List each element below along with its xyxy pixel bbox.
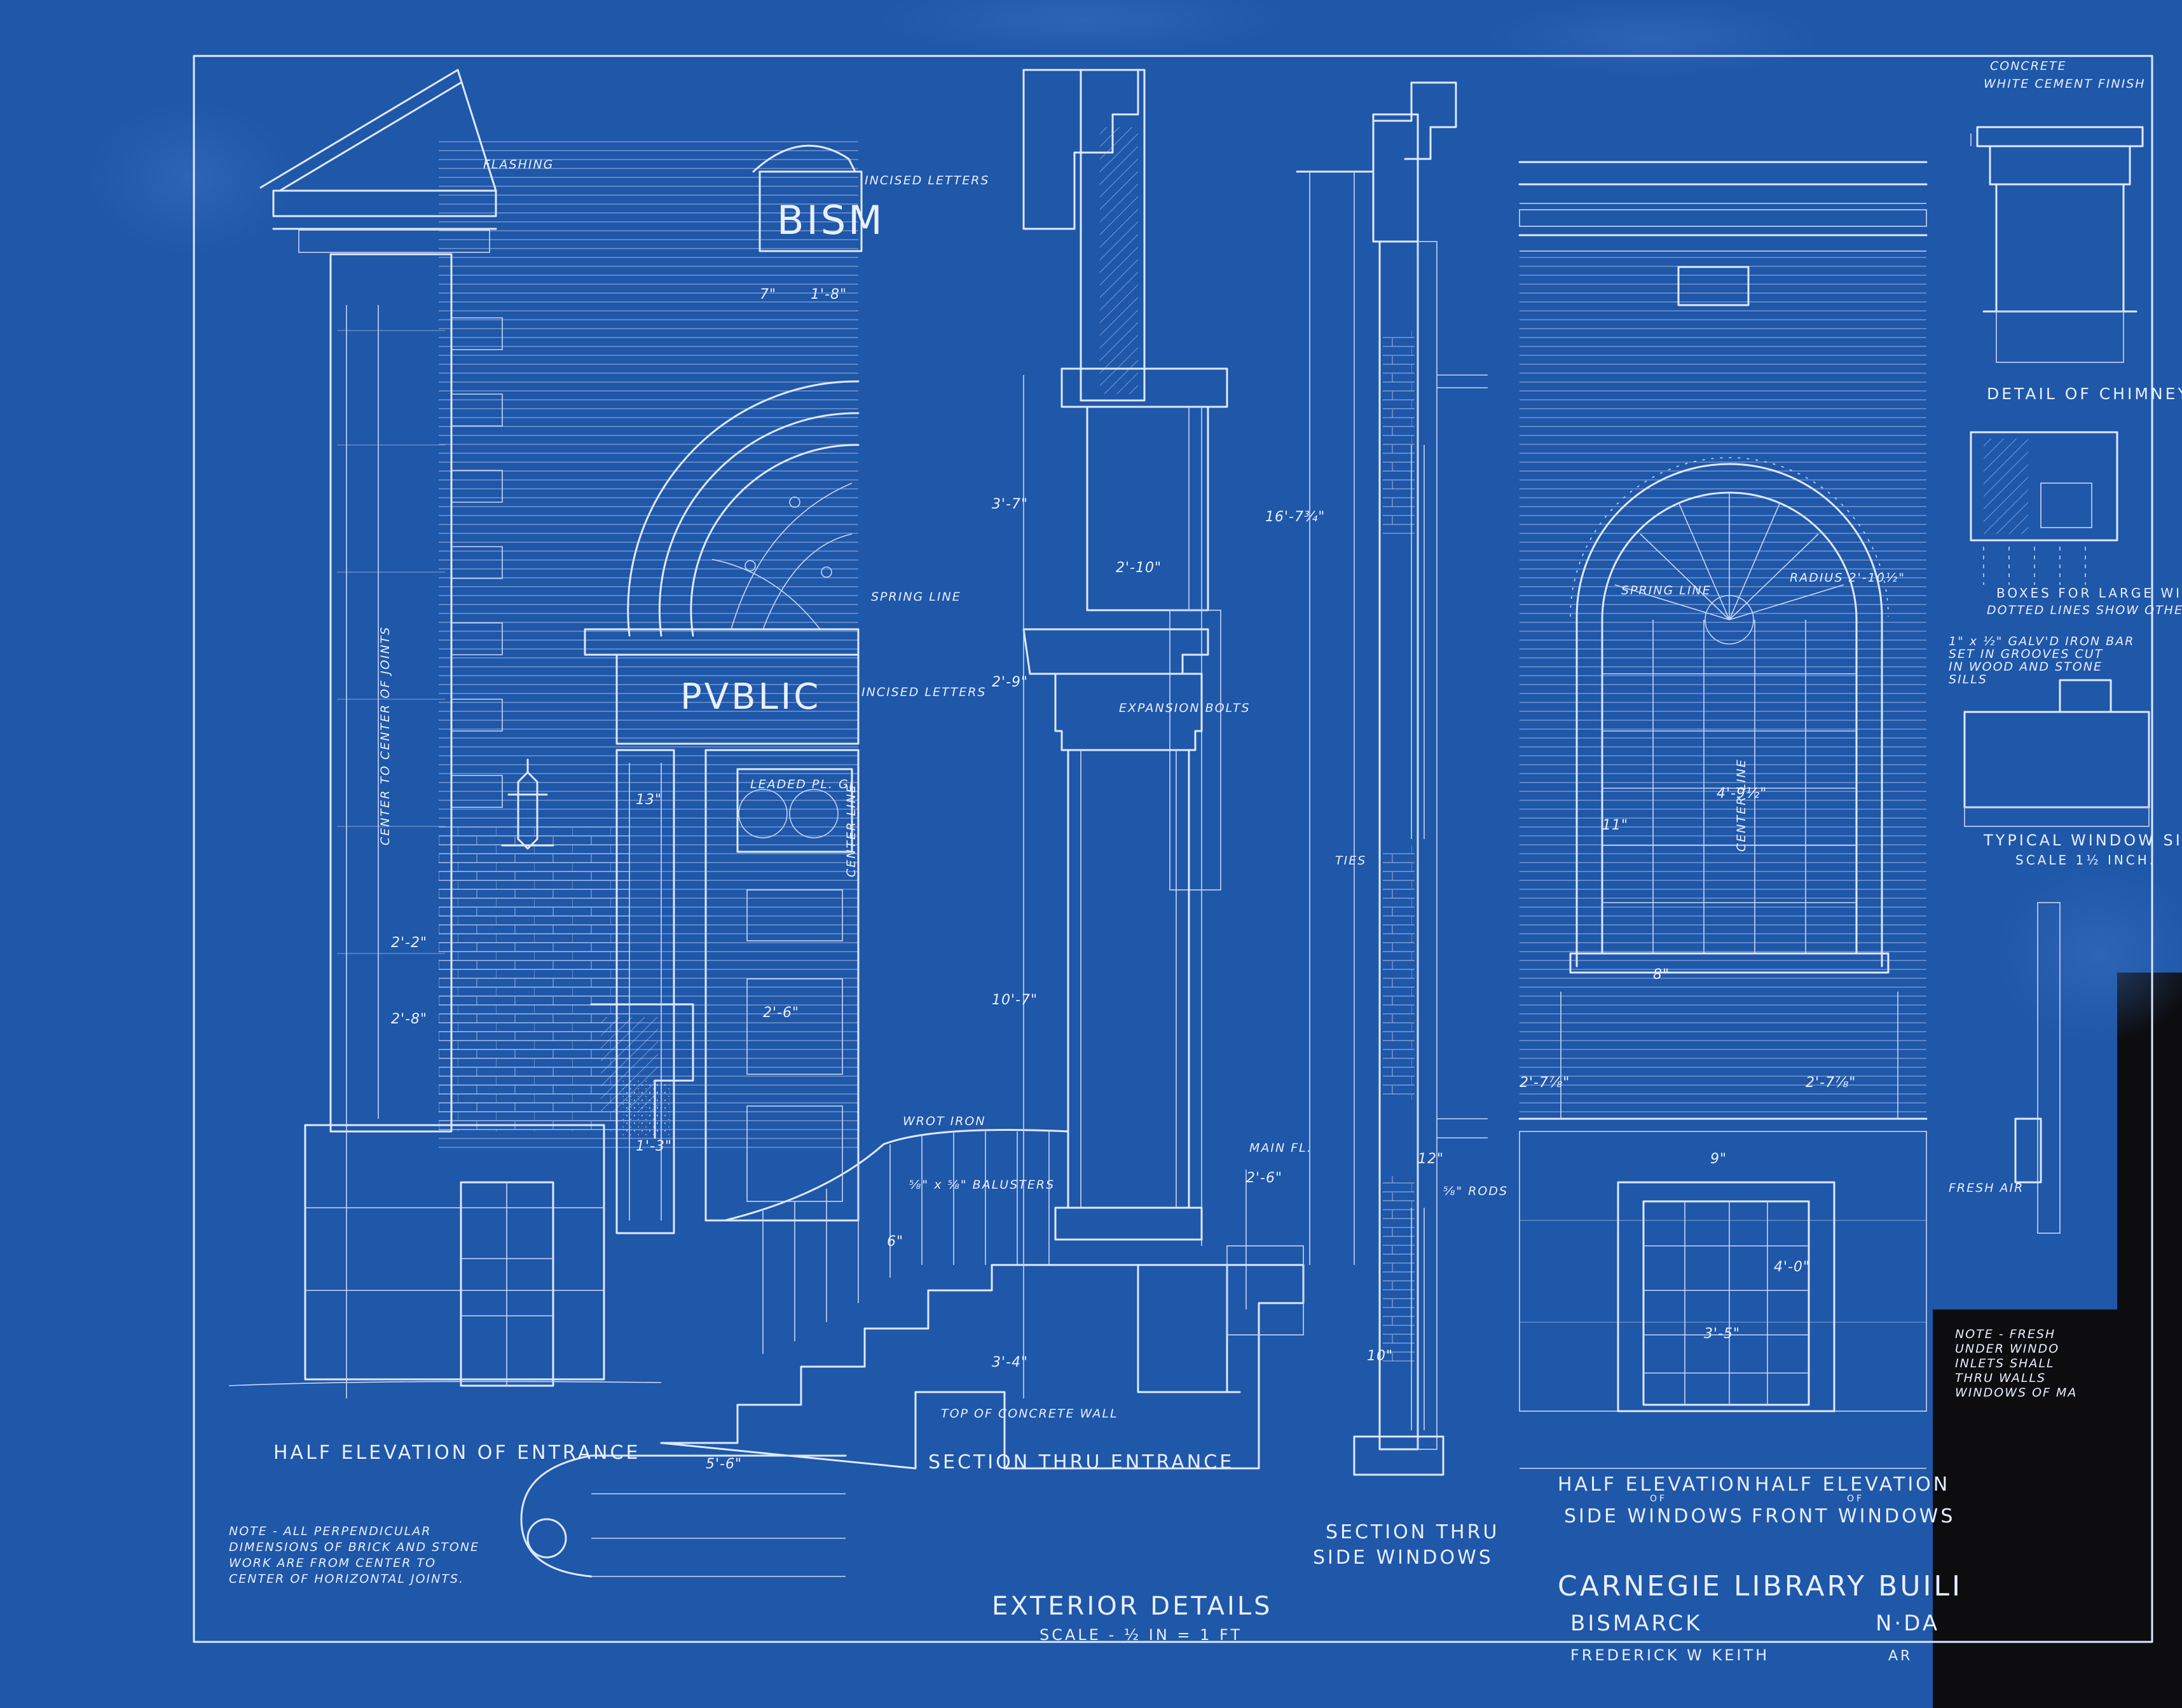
note-left-3: WORK ARE FROM CENTER TO xyxy=(229,1556,436,1570)
callout-main-fl: MAIN FL. xyxy=(1249,1141,1312,1155)
door-inscription: PVBLIC xyxy=(680,676,821,718)
note-right-3: INLETS SHALL xyxy=(1955,1356,2055,1370)
dim-13: 13" xyxy=(636,792,662,808)
callout-top-concrete: TOP OF CONCRETE WALL xyxy=(941,1407,1118,1421)
label-half-side-of: OF xyxy=(1650,1494,1667,1504)
callout-flashing: FLASHING xyxy=(483,158,554,172)
dim-4-0: 4'-0" xyxy=(1774,1259,1810,1275)
detail-of-chimney xyxy=(1970,126,2144,363)
dim-2-2: 2'-2" xyxy=(391,935,427,951)
note-right-4: THRU WALLS xyxy=(1955,1371,2046,1385)
dim-2-7-right: 2'-7⅞" xyxy=(1806,1075,1856,1091)
sheet-title: EXTERIOR DETAILS xyxy=(992,1592,1273,1621)
dim-4-9: 4'-9½" xyxy=(1717,786,1767,802)
label-half-front-2: FRONT WINDOWS xyxy=(1752,1505,1955,1527)
fragment-section xyxy=(2014,902,2061,1234)
dim-8: 8" xyxy=(1653,967,1670,983)
callout-center-joints: CENTER TO CENTER OF JOINTS xyxy=(378,626,392,845)
callout-center-line: CENTER LINE xyxy=(844,784,858,877)
dim-10: 10" xyxy=(1367,1348,1393,1364)
dim-7: 7" xyxy=(760,287,776,303)
label-section-side-1: SECTION THRU xyxy=(1326,1521,1499,1543)
dim-5-6: 5'-6" xyxy=(706,1456,742,1472)
architect-name: FREDERICK W KEITH xyxy=(1570,1646,1769,1664)
callout-iron-bar-4: SILLS xyxy=(1949,673,1987,687)
dim-3-4: 3'-4" xyxy=(992,1355,1028,1370)
dim-4-7: 2'-6" xyxy=(763,1005,799,1021)
callout-ties: TIES xyxy=(1335,854,1366,868)
dim-1-8: 1'-8" xyxy=(811,287,847,303)
callout-iron-bar-1: 1" x ½" GALV'D IRON BAR xyxy=(1949,634,2134,648)
dim-2-8: 2'-8" xyxy=(391,1011,427,1027)
dim-3-7: 3'-7" xyxy=(992,496,1028,512)
callout-spring-line: SPRING LINE xyxy=(871,590,961,604)
callout-iron-bar-2: SET IN GROOVES CUT xyxy=(1949,647,2103,661)
label-boxes-1: BOXES FOR LARGE WINDS. xyxy=(1996,585,2182,601)
callout-incised-1: INCISED LETTERS xyxy=(865,174,990,188)
project-city: BISMARCK xyxy=(1570,1611,1703,1636)
note-right-5: WINDOWS OF MA xyxy=(1955,1386,2077,1400)
half-elevation-side-windows xyxy=(1518,161,1928,1469)
callout-rods: ⅝" RODS xyxy=(1443,1184,1508,1198)
project-state: N·DA xyxy=(1876,1611,1940,1636)
callout-concrete: CONCRETE xyxy=(1990,59,2067,73)
dim-2-6-right: 2'-6" xyxy=(1246,1170,1282,1186)
label-half-side-2: SIDE WINDOWS xyxy=(1564,1505,1745,1527)
callout-balusters: ⅝" x ⅝" BALUSTERS xyxy=(909,1178,1055,1192)
note-left-2: DIMENSIONS OF BRICK AND STONE xyxy=(229,1540,479,1554)
section-thru-entrance xyxy=(660,69,1305,1470)
callout-expansion: EXPANSION BOLTS xyxy=(1119,701,1251,715)
callout-wrot-iron: WROT IRON xyxy=(903,1114,986,1128)
callout-spring-line-2: SPRING LINE xyxy=(1621,584,1712,598)
dim-2-7-left: 2'-7⅞" xyxy=(1520,1075,1570,1091)
callout-leaded: LEADED PL. GL. xyxy=(750,777,862,791)
frieze-inscription: BISM xyxy=(777,197,885,243)
half-elevation-entrance: BISM PVBLIC xyxy=(228,69,885,1578)
label-half-elevation-entrance: HALF ELEVATION OF ENTRANCE xyxy=(273,1442,640,1464)
label-boxes-2: DOTTED LINES SHOW OTHER BOXES xyxy=(1987,603,2182,617)
dim-10-7: 10'-7" xyxy=(992,992,1038,1008)
note-right-2: UNDER WINDO xyxy=(1955,1342,2059,1356)
sheet-scale: SCALE - ½ IN = 1 FT xyxy=(1040,1626,1242,1644)
label-sills-1: TYPICAL WINDOW SILLS xyxy=(1983,831,2182,849)
dim-1-3: 1'-3" xyxy=(636,1138,672,1154)
project-title: CARNEGIE LIBRARY BUILI xyxy=(1558,1570,1963,1602)
callout-iron-bar-3: IN WOOD AND STONE xyxy=(1949,660,2103,674)
note-right-1: NOTE - FRESH xyxy=(1955,1327,2055,1341)
label-section-side-2: SIDE WINDOWS xyxy=(1313,1547,1493,1569)
label-chimney: DETAIL OF CHIMNEY xyxy=(1987,385,2182,403)
window-sill-details xyxy=(1963,431,2150,827)
label-section-entrance: SECTION THRU ENTRANCE xyxy=(928,1451,1234,1473)
callout-radius: RADIUS 2'-10½" xyxy=(1790,571,1905,585)
drawing-border xyxy=(193,55,2153,1643)
callout-center-line-2: CENTER LINE xyxy=(1734,758,1748,852)
label-half-front-of: OF xyxy=(1847,1494,1864,1504)
section-thru-side-windows xyxy=(1296,81,1488,1476)
label-half-front-1: HALF ELEVATION xyxy=(1755,1473,1950,1496)
dim-11: 11" xyxy=(1602,817,1628,833)
dim-12: 12" xyxy=(1418,1151,1444,1167)
label-sills-2: SCALE 1½ INCH. xyxy=(2015,852,2156,868)
dim-2-9: 2'-9" xyxy=(992,674,1028,690)
architect-trail: AR xyxy=(1888,1648,1912,1664)
dim-3-5: 3'-5" xyxy=(1704,1326,1740,1342)
dim-16-7: 16'-7¾" xyxy=(1265,509,1325,525)
dim-9: 9" xyxy=(1710,1151,1727,1167)
note-left-1: NOTE - ALL PERPENDICULAR xyxy=(229,1524,431,1538)
callout-white-cement: WHITE CEMENT FINISH xyxy=(1984,77,2146,91)
dim-6: 6" xyxy=(887,1234,903,1250)
callout-incised-2: INCISED LETTERS xyxy=(861,685,987,699)
dim-2-10: 2'-10" xyxy=(1116,560,1162,576)
label-half-side-1: HALF ELEVATION xyxy=(1558,1473,1753,1496)
note-left-4: CENTER OF HORIZONTAL JOINTS. xyxy=(229,1572,464,1586)
callout-fresh-air: FRESH AIR xyxy=(1949,1181,2024,1195)
